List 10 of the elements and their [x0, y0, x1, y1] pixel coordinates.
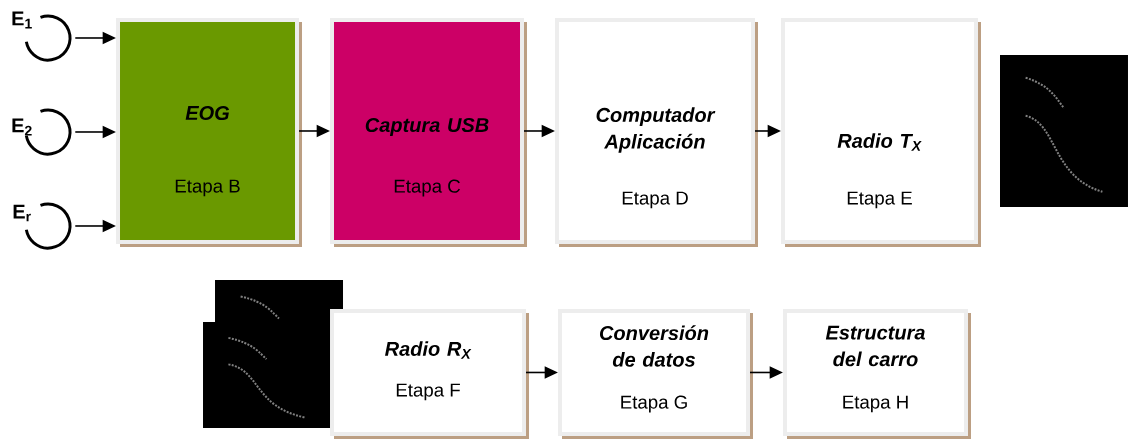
process-box: Radio R$_{X}$ Etapa F [330, 309, 529, 439]
electrode: E$_{1}$ [12, 11, 72, 62]
electrode: E$_{r}$ [13, 202, 72, 250]
process-box: EOG Etapa B [116, 18, 302, 247]
electrode: E$_{2}$ [12, 108, 72, 156]
process-box: Conversión de datos Etapa G [558, 309, 753, 439]
process-box: Estructura del carro Etapa H [783, 309, 971, 439]
process-box: Computador Aplicación Etapa D [555, 18, 758, 247]
process-box: Captura USB Etapa C [330, 18, 527, 247]
process-box: Radio T$_{X}$ Etapa E [781, 18, 981, 247]
